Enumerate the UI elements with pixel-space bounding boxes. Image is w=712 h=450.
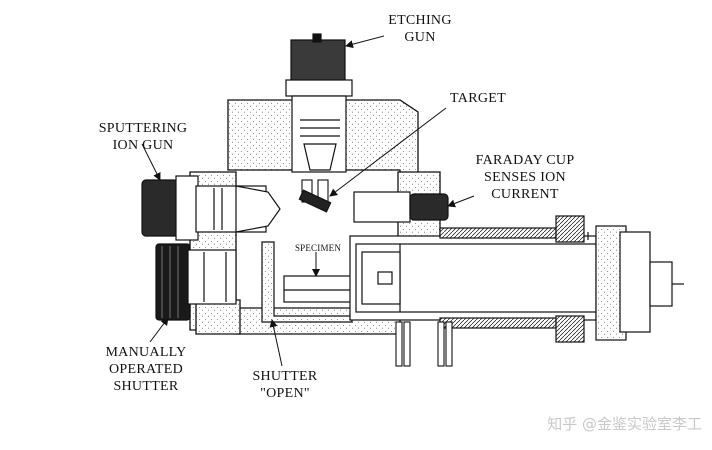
leader-faraday-cup: [447, 195, 475, 208]
leader-target: [329, 107, 447, 197]
watermark: 知乎 @金鉴实验室李工: [547, 415, 702, 433]
label-manual-line2: OPERATED: [109, 362, 183, 377]
label-faraday-line1: FARADAY CUP: [475, 153, 575, 168]
label-etching-gun: ETCHING GUN: [378, 12, 462, 46]
label-faraday-line3: CURRENT: [491, 187, 559, 202]
faraday-cup: [353, 191, 449, 223]
transfer-tube: [349, 215, 684, 343]
label-target-text: TARGET: [450, 91, 506, 106]
label-faraday-cup: FARADAY CUP SENSES ION CURRENT: [466, 152, 584, 203]
label-specimen-text: SPECIMEN: [294, 243, 342, 253]
label-manual-line1: MANUALLY: [105, 345, 187, 360]
label-etching-gun-line1: ETCHING: [388, 13, 452, 28]
label-manually-operated-shutter: MANUALLY OPERATED SHUTTER: [88, 344, 204, 395]
label-target: TARGET: [438, 90, 518, 107]
label-shutter-open-line2: "OPEN": [260, 386, 310, 401]
label-shutter-open: SHUTTER "OPEN": [240, 368, 330, 402]
leader-manual-shutter: [149, 317, 169, 343]
etching-gun: [285, 33, 353, 173]
label-faraday-line2: SENSES ION: [484, 170, 566, 185]
specimen-holder: [283, 275, 353, 303]
label-sputtering-ion-gun: SPUTTERING ION GUN: [88, 120, 198, 154]
sputtering-ion-gun: [141, 175, 281, 241]
label-etching-gun-line2: GUN: [404, 30, 436, 45]
leader-etching-gun: [345, 35, 385, 49]
label-specimen: SPECIMEN: [284, 240, 352, 257]
label-sputtering-line1: SPUTTERING: [98, 121, 188, 136]
target-holder: [298, 179, 332, 213]
manual-shutter-knob: [155, 243, 237, 321]
leader-sputtering-gun: [141, 143, 161, 181]
leader-lines: [141, 35, 475, 367]
feedthrough-rods: [395, 321, 453, 367]
label-manual-line3: SHUTTER: [113, 379, 179, 394]
label-sputtering-line2: ION GUN: [112, 138, 174, 153]
label-shutter-open-line1: SHUTTER: [252, 369, 318, 384]
leader-shutter-open: [269, 319, 283, 367]
